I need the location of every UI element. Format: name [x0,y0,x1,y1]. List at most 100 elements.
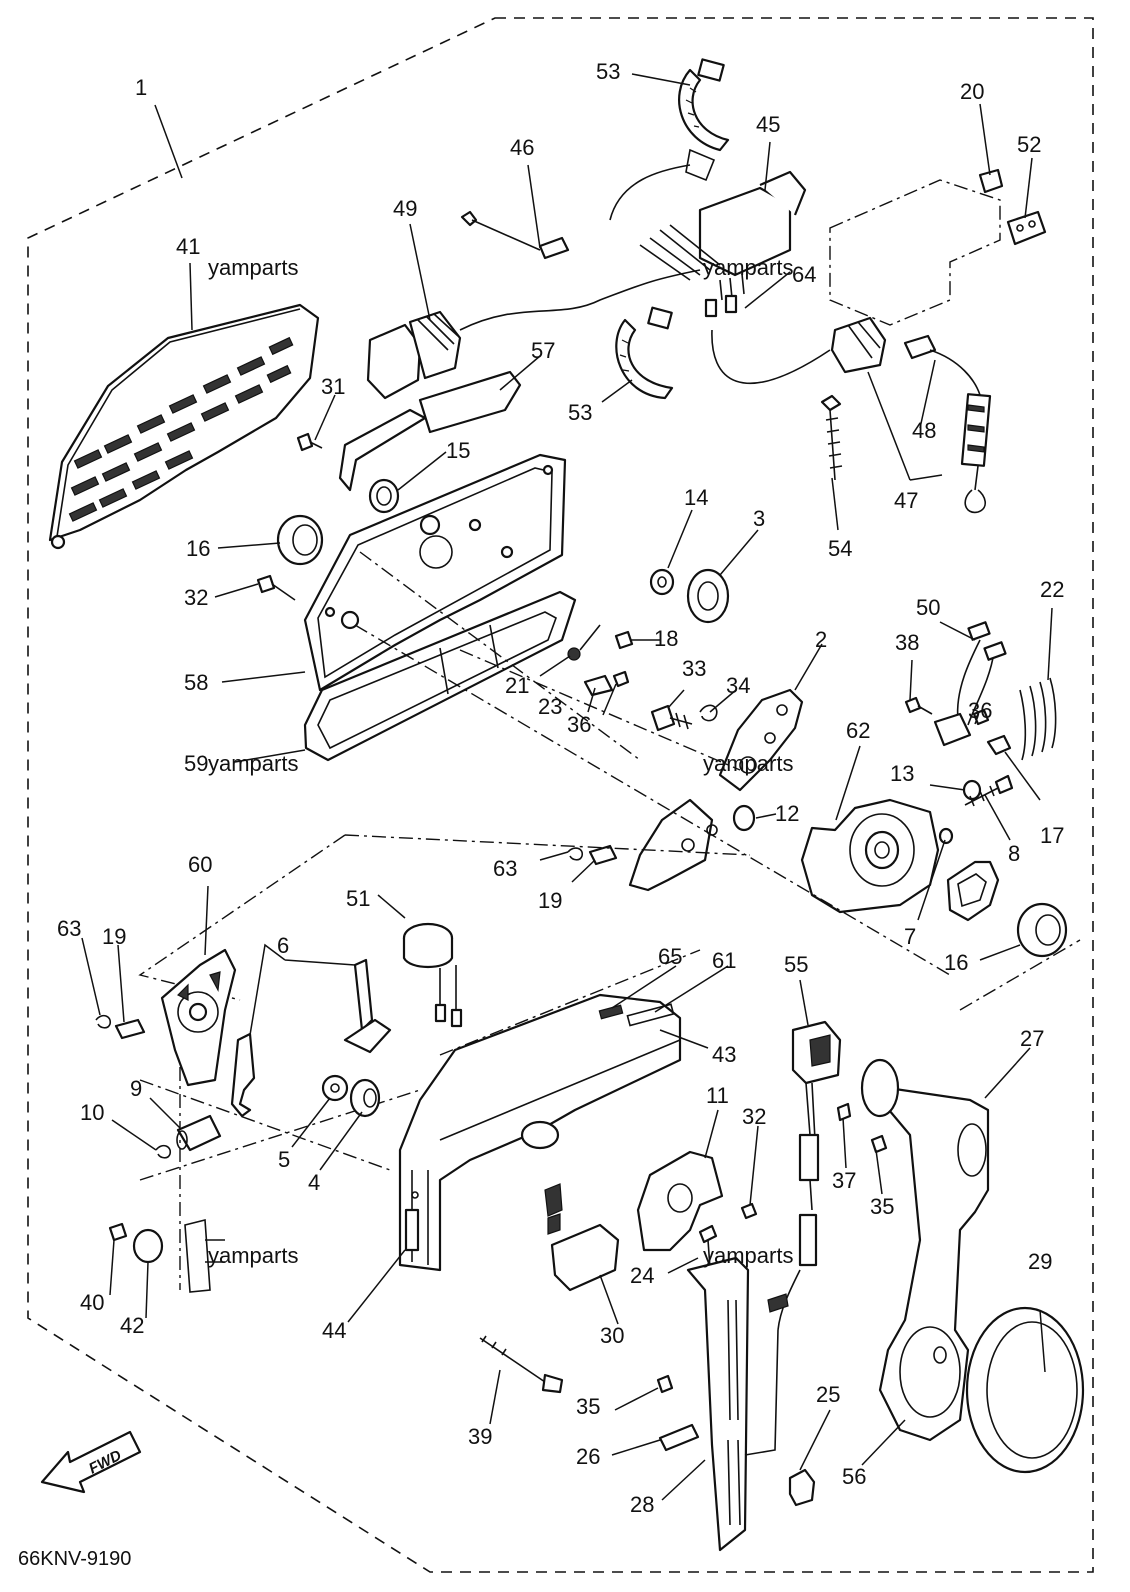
part-18-nut [614,630,634,650]
part-22-cover [1019,677,1057,761]
phantom-plate [344,834,751,856]
callout-1: 1 [135,75,147,100]
watermarks: yamparts yamparts yamparts yamparts yamp… [208,255,793,1268]
part-41-cover-plate [48,303,320,550]
callout-24: 24 [630,1263,654,1288]
callout-38: 38 [895,630,919,655]
callout-labels: 1 53 45 46 49 20 52 41 64 57 53 31 48 15… [57,59,1064,1517]
part-wire-harness-low [744,1213,818,1456]
callout-20: 20 [960,79,984,104]
part-54-screw [820,394,843,481]
part-11-cover [636,1150,724,1252]
callout-36a: 36 [968,698,992,723]
callout-63a: 63 [493,856,517,881]
callout-61: 61 [712,948,736,973]
callout-36b: 36 [567,712,591,737]
part-5-washer [321,1074,349,1102]
callout-26: 26 [576,1444,600,1469]
diagram-code: 66KNV-9190 [18,1548,131,1570]
watermark: yamparts [703,255,793,280]
part-16-bushing-top [276,514,324,566]
callout-23: 23 [538,694,562,719]
callout-35b: 35 [576,1394,600,1419]
part-small-washer [938,827,954,845]
fwd-arrow-icon: FWD [40,1430,142,1494]
phantom-long [354,551,951,976]
part-10-clip [155,1144,172,1159]
callout-16b: 16 [944,950,968,975]
callout-60: 60 [188,852,212,877]
callout-35a: 35 [870,1194,894,1219]
part-65-label [598,1004,624,1020]
part-14-washer [649,568,675,596]
callout-39: 39 [468,1424,492,1449]
callout-59: 59 [184,751,208,776]
part-36-screw-mid [612,670,630,688]
callout-19a: 19 [538,888,562,913]
callout-34: 34 [726,673,750,698]
part-35-screw-upper [870,1134,888,1154]
part-46-rod [460,210,570,260]
callout-44: 44 [322,1318,346,1343]
part-35-screw-lower [656,1374,674,1394]
callout-2: 2 [815,627,827,652]
part-25-plug [788,1468,816,1507]
phantom-frame-right [439,939,1081,1056]
part-45-main-switch [609,148,831,385]
callout-37: 37 [832,1168,856,1193]
part-4-bushing [349,1078,381,1118]
callout-30: 30 [600,1323,624,1348]
part-63-clip-mid [567,847,584,861]
callout-46: 46 [510,135,534,160]
callout-6: 6 [277,933,289,958]
part-6-link [230,958,392,1118]
part-53-cable-strap-top [678,58,730,152]
callout-51: 51 [346,886,370,911]
part-21-spring [567,624,601,661]
part-19-pin-left [114,1018,146,1040]
part-63-clip-left [95,1014,112,1029]
part-53-cable-strap-bottom [615,306,674,400]
part-33-bolt [650,704,693,732]
callout-52: 52 [1017,132,1041,157]
watermark: yamparts [703,1243,793,1268]
part-15-bushing [368,478,400,514]
part-32-screw-low [740,1202,758,1220]
part-60-cam-plate [160,948,237,1087]
part-16-bushing-right [1016,902,1068,958]
part-12-bushing [732,804,756,832]
callout-29: 29 [1028,1249,1052,1274]
callout-54: 54 [828,536,852,561]
callout-40: 40 [80,1290,104,1315]
part-58-bracket [303,453,567,692]
part-49-connector [366,269,701,400]
callout-27: 27 [1020,1026,1044,1051]
callout-5: 5 [278,1147,290,1172]
callout-53b: 53 [568,400,592,425]
callout-50: 50 [916,595,940,620]
callout-57: 57 [531,338,555,363]
part-34-clip [699,704,718,722]
callout-3: 3 [753,506,765,531]
part-17-clip [986,734,1012,756]
callout-25: 25 [816,1382,840,1407]
part-20-clip [978,168,1004,194]
part-13-cap [962,779,982,801]
callout-49: 49 [393,196,417,221]
part-55-trim-switch [791,1020,842,1211]
part-37-screw [836,1102,852,1122]
part-30-bracket [544,1183,620,1292]
watermark: yamparts [208,751,298,776]
switch-phantom [829,179,1001,326]
part-36-box [933,712,972,747]
callout-16a: 16 [186,536,210,561]
part-61-label [626,1003,675,1027]
part-51-buzzer [402,922,463,1028]
part-39-bolt [479,1335,564,1394]
part-50-cable [956,621,1007,726]
callout-48: 48 [912,418,936,443]
callout-4: 4 [308,1170,320,1195]
callout-12: 12 [775,801,799,826]
